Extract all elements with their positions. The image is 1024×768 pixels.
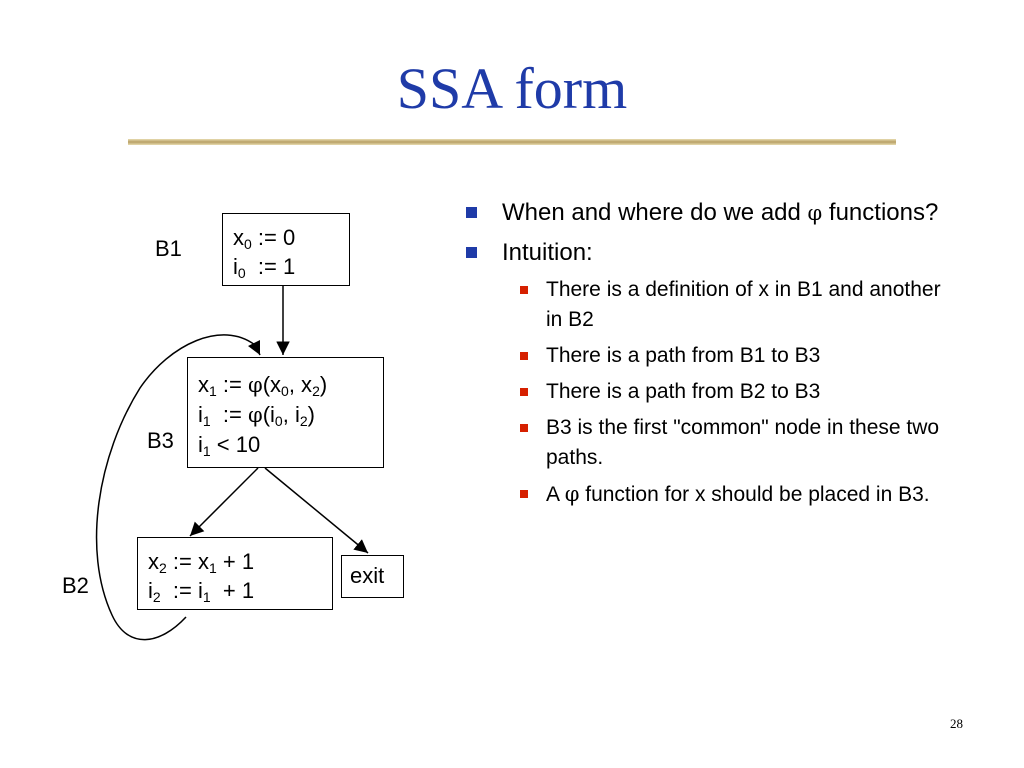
sub-bullet-square-icon [520, 424, 528, 432]
sub-bullet-square-icon [520, 286, 528, 294]
sub-bullet-2: There is a path from B1 to B3 [464, 341, 944, 371]
sub-bullet-1: There is a definition of x in B1 and ano… [464, 275, 944, 335]
bullet-square-icon [466, 247, 477, 258]
block-b3: x1 := φ(x0, x2) i1 := φ(i0, i2) i1 < 10 [187, 357, 384, 468]
bullet-square-icon [466, 207, 477, 218]
title-divider [128, 139, 896, 145]
b3-line-3: i1 < 10 [198, 432, 261, 459]
b2-line-1: x2 := x1 + 1 [148, 549, 255, 576]
page-number: 28 [950, 716, 963, 731]
bullet-list: When and where do we add φ functions? In… [464, 196, 944, 516]
b1-line-1: x0 := 0 [233, 225, 296, 252]
sub-bullet-4: B3 is the first "common" node in these t… [464, 413, 944, 473]
block-label-b1: B1 [155, 236, 182, 261]
edge-b2-b3-loop [95, 334, 261, 641]
bullet-intuition: Intuition: [464, 236, 944, 269]
b3-line-1: x1 := φ(x0, x2) [198, 372, 328, 399]
sub-bullet-square-icon [520, 388, 528, 396]
edge-b3-exit [264, 467, 369, 554]
b3-line-2: i1 := φ(i0, i2) [198, 402, 315, 429]
phi-symbol: φ [247, 373, 263, 397]
phi-symbol: φ [564, 482, 580, 506]
sub-bullet-5: A φ function for x should be placed in B… [464, 479, 944, 510]
block-b1: x0 := 0 i0 := 1 [222, 213, 350, 286]
block-exit: exit [341, 555, 404, 598]
sub-bullet-3: There is a path from B2 to B3 [464, 377, 944, 407]
b1-line-2: i0 := 1 [233, 254, 296, 281]
block-label-b3: B3 [147, 428, 174, 453]
edge-b3-b2 [189, 467, 259, 537]
block-label-b2: B2 [62, 573, 89, 598]
sub-bullet-square-icon [520, 352, 528, 360]
block-b2: x2 := x1 + 1 i2 := i1 + 1 [137, 537, 333, 610]
slide-title: SSA form [396, 56, 628, 121]
phi-symbol: φ [807, 201, 823, 225]
sub-bullet-square-icon [520, 490, 528, 498]
bullet-question: When and where do we add φ functions? [464, 196, 944, 230]
phi-symbol: φ [247, 403, 263, 427]
b2-line-2: i2 := i1 + 1 [148, 578, 255, 605]
